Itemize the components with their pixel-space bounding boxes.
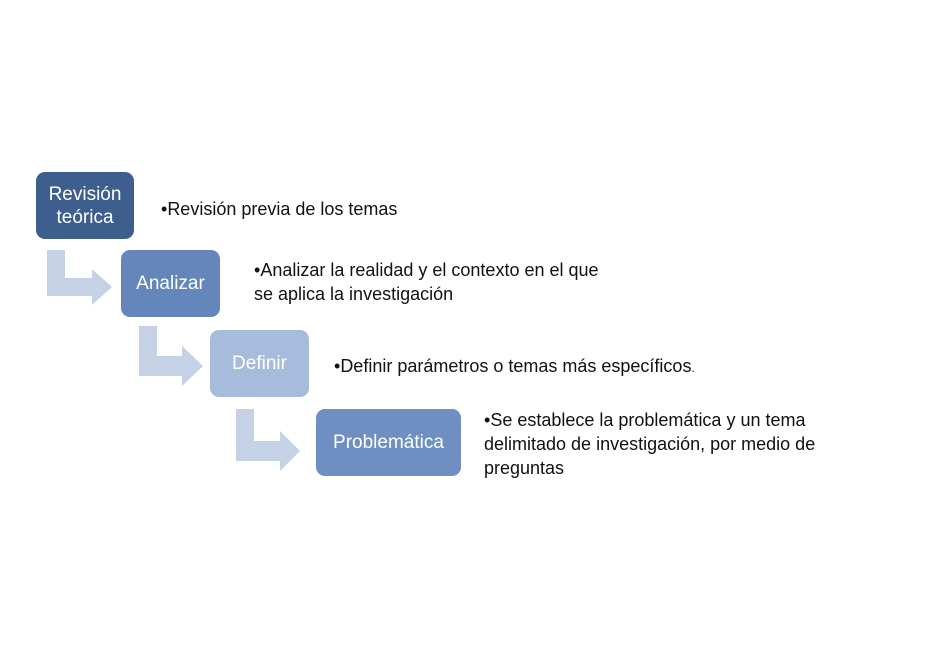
step-description-definir: •Definir parámetros o temas más específi… bbox=[334, 354, 764, 380]
bullet-mark: • bbox=[484, 410, 491, 430]
step-description-text: Definir parámetros o temas más específic… bbox=[340, 356, 692, 376]
step-description-analizar: •Analizar la realidad y el contexto en e… bbox=[254, 258, 604, 306]
step-box-definir: Definir bbox=[210, 330, 309, 397]
step-description-text: Analizar la realidad y el contexto en el… bbox=[254, 260, 599, 304]
step-label: Analizar bbox=[136, 273, 205, 294]
bullet-mark: • bbox=[334, 356, 341, 376]
bullet-mark: • bbox=[161, 199, 168, 219]
connector-arrow-1 bbox=[47, 250, 112, 305]
step-description-tail: . bbox=[691, 361, 695, 375]
step-description-text: Se establece la problemática y un tema d… bbox=[484, 410, 816, 478]
step-box-revision-teorica: Revisión teórica bbox=[36, 172, 134, 239]
step-label: Definir bbox=[232, 353, 287, 374]
step-label: Problemática bbox=[333, 432, 444, 453]
connector-arrow-2 bbox=[139, 326, 203, 386]
step-box-problematica: Problemática bbox=[316, 409, 461, 476]
step-label: Revisión teórica bbox=[48, 183, 122, 228]
step-box-analizar: Analizar bbox=[121, 250, 220, 317]
step-description-revision-teorica: •Revisión previa de los temas bbox=[161, 197, 491, 221]
step-description-problematica: •Se establece la problemática y un tema … bbox=[484, 408, 884, 480]
bullet-mark: • bbox=[254, 260, 261, 280]
connector-arrow-3 bbox=[236, 409, 300, 471]
step-description-text: Revisión previa de los temas bbox=[167, 199, 398, 219]
